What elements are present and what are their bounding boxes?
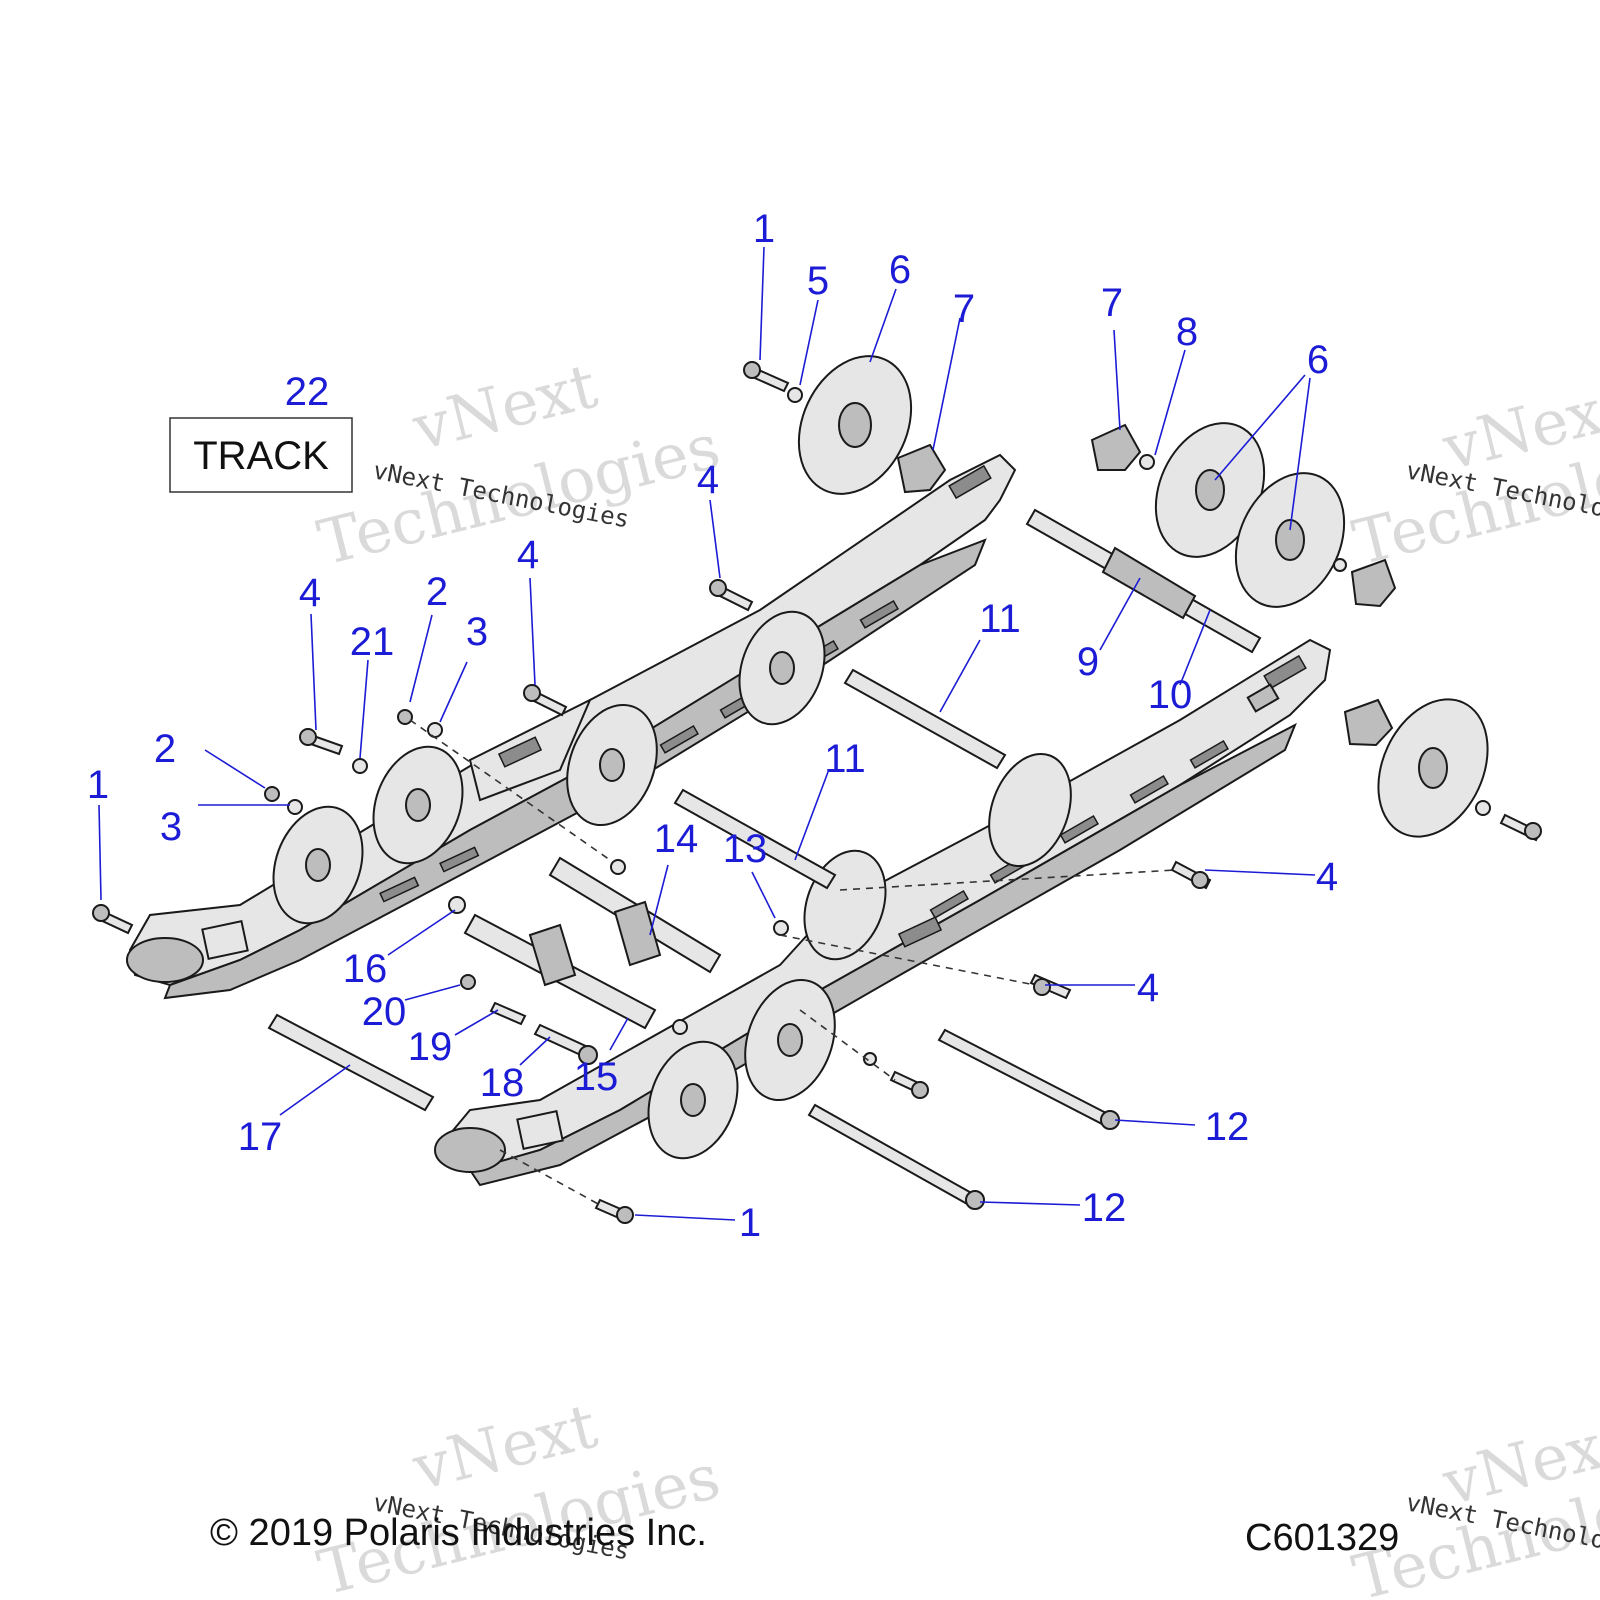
watermark-bottom-right: vNext Technologies vNext Technologies (1346, 1404, 1600, 1600)
idler-wheel-upper-right-a (1154, 422, 1266, 558)
callout-2-left: 2 (154, 727, 176, 771)
callout-3-left: 3 (160, 805, 182, 849)
svg-text:TRACK: TRACK (193, 434, 329, 478)
left-rail-wheel-1 (272, 805, 364, 925)
callout-4-right-lower: 4 (1137, 966, 1159, 1010)
right-rail-wheel-1 (647, 1040, 739, 1160)
hardware-bolts (92, 361, 1542, 1224)
callout-7-left: 7 (953, 287, 975, 331)
callout-20: 20 (362, 990, 407, 1034)
figure-code: C601329 (1245, 1517, 1399, 1559)
callout-10: 10 (1148, 673, 1193, 717)
callout-6-right: 6 (1307, 338, 1329, 382)
track-reference-box: TRACK (169, 417, 353, 493)
callout-5: 5 (807, 259, 829, 303)
through-bolt-12-upper (937, 1028, 1120, 1130)
callout-1-bottom: 1 (739, 1201, 761, 1245)
callout-4-left: 4 (299, 571, 321, 615)
idler-wheel-lower-right (1377, 698, 1489, 838)
callout-11-middle: 11 (824, 737, 866, 781)
copyright-text: © 2019 Polaris Industries Inc. (210, 1512, 707, 1554)
callout-12-lower: 12 (1082, 1186, 1127, 1230)
bearing-cap-upper-left (896, 443, 947, 494)
callout-7-right: 7 (1101, 281, 1123, 325)
callout-4-upper-mid: 4 (517, 533, 539, 577)
left-rail-wheel-2 (372, 745, 464, 865)
callout-1-left: 1 (87, 763, 109, 807)
callout-numbers: 1 5 6 7 7 8 6 22 4 4 4 2 21 3 11 9 10 2 … (87, 207, 1338, 1245)
left-rail-wheel-3 (566, 703, 658, 827)
idler-wheel-upper-right-b (1234, 472, 1346, 608)
cross-shaft-middle (673, 788, 837, 890)
watermark-top-right: vNext Technologies vNext Technologies (1346, 369, 1600, 580)
callout-8: 8 (1176, 310, 1198, 354)
callout-9: 9 (1077, 640, 1099, 684)
cross-shaft-upper (843, 668, 1007, 770)
callout-18: 18 (480, 1061, 525, 1105)
callout-4-top: 4 (697, 458, 719, 502)
alignment-lines (409, 719, 1176, 1206)
callout-12-upper: 12 (1205, 1105, 1250, 1149)
bearing-cap-upper-right-b (1350, 558, 1397, 608)
torque-arm-bracket (463, 856, 722, 1030)
callout-16: 16 (343, 947, 388, 991)
right-rail-wheel-2 (744, 978, 836, 1102)
callout-6-left: 6 (889, 248, 911, 292)
callout-15: 15 (574, 1055, 619, 1099)
callout-2-upper: 2 (426, 570, 448, 614)
idler-shaft (1025, 508, 1262, 654)
callout-3-upper: 3 (466, 610, 488, 654)
cross-shaft-lower (267, 1013, 435, 1112)
callout-22: 22 (285, 370, 330, 414)
callout-11-upper: 11 (979, 597, 1021, 641)
idler-wheel-upper-left (797, 355, 913, 495)
through-bolt-12-lower (807, 1103, 985, 1210)
watermark-bottom-left: vNext Technologies vNext Technologies (311, 1389, 727, 1600)
callout-1-top: 1 (753, 207, 775, 251)
leader-lines (98, 246, 1316, 1221)
callout-13: 13 (723, 827, 768, 871)
callout-19: 19 (408, 1025, 453, 1069)
callout-14: 14 (654, 817, 699, 861)
bearing-cap-lower-right (1343, 698, 1394, 747)
callout-21: 21 (350, 620, 395, 664)
right-rail-wheel-4 (988, 752, 1072, 868)
bearing-cap-upper-right-a (1090, 423, 1142, 471)
callout-17: 17 (238, 1115, 283, 1159)
left-rail-wheel-4 (738, 610, 826, 726)
callout-4-right-upper: 4 (1316, 855, 1338, 899)
